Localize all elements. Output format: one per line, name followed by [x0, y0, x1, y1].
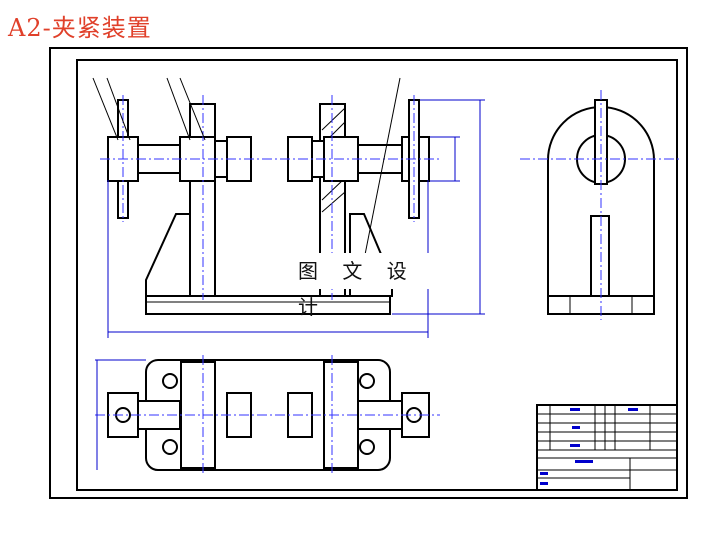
outer-border — [49, 47, 688, 499]
title-block-marks — [540, 408, 638, 485]
drawing-title: A2-夹紧装置 — [8, 14, 152, 42]
inner-frame — [76, 59, 678, 491]
base-plate — [145, 295, 391, 315]
watermark-label: 图 文 设 计 — [290, 253, 435, 319]
title-block — [536, 404, 678, 491]
support-rib — [145, 213, 191, 297]
